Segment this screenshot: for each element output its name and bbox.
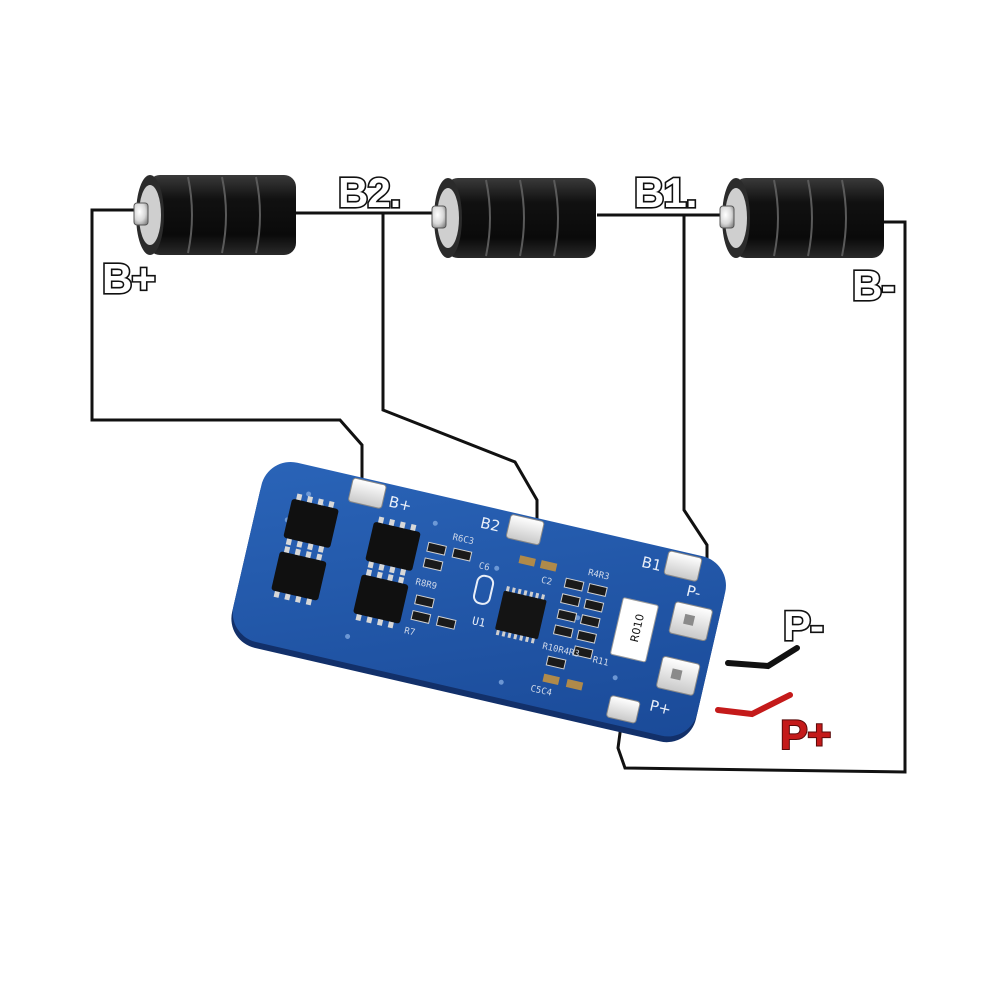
wiring [90,208,907,774]
mosfet-2 [271,546,327,606]
silk-b2: B2 [479,514,502,536]
p-plus-lead [715,692,793,718]
silk-c5c4: C5C4 [529,684,552,699]
silk-r7: R7 [403,626,416,638]
silk-p-minus: P- [685,582,703,603]
mosfet-4 [353,569,409,629]
wire-b1-tap [682,215,709,588]
silk-b-plus: B+ [387,493,413,516]
label-b2: B2. [338,169,400,216]
shunt-resistor: R010 [610,597,659,663]
pad-p-plus-small [606,695,641,724]
wire-b-plus [90,208,364,478]
silk-r11: R11 [591,655,609,668]
label-p-minus: P- [783,602,823,649]
pad-b-plus [348,477,387,509]
silk-c6: C6 [478,561,491,573]
label-b-plus: B+ [102,255,155,302]
silk-c2: C2 [540,576,553,588]
pad-b2 [505,514,545,546]
pad-b1 [663,550,703,582]
battery-cell-1 [133,175,296,255]
battery-cell-2 [431,178,596,258]
silk-r8r9: R8R9 [414,577,437,592]
bms-board: B+ B2 B1 P- P+ [231,461,726,743]
label-p-plus: P+ [780,711,831,758]
protection-ic-u1 [495,586,547,644]
p-minus-lead [725,645,800,670]
wire-b2-tap [381,213,539,535]
mosfet-3 [365,516,421,576]
silk-u1: U1 [471,614,487,630]
silk-r6c3: R6C3 [451,533,474,548]
silk-p-plus: P+ [648,696,673,718]
label-b-minus: B- [852,262,894,309]
label-b1: B1. [634,169,696,216]
mosfet-1 [283,493,339,553]
battery-cell-3 [719,178,884,258]
svg-text:R010: R010 [628,613,647,644]
silk-r4r3: R4R3 [587,568,610,583]
wire-b-minus [616,220,907,774]
silk-b1: B1 [640,553,663,575]
